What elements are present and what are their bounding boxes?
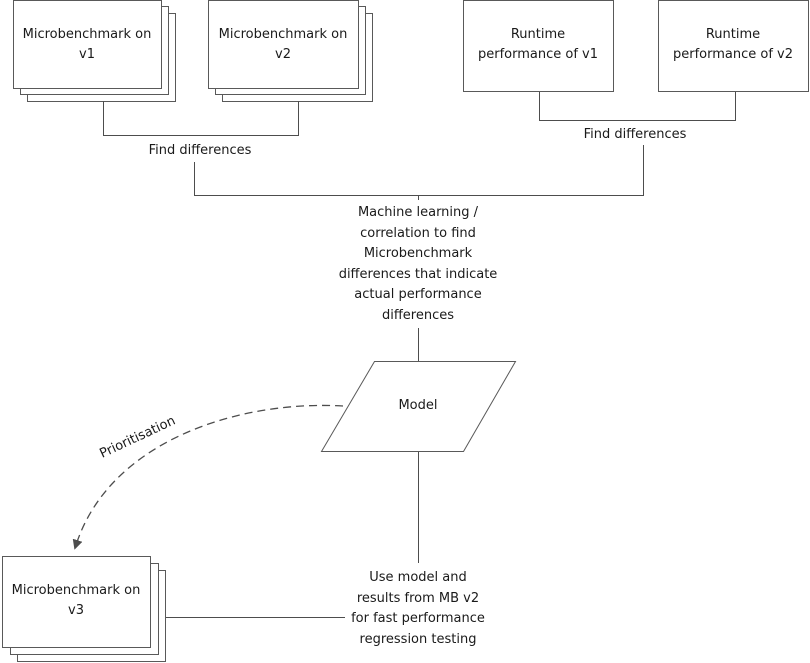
ml-line-2: correlation to find bbox=[360, 225, 476, 241]
ml-line-3: Microbenchmark bbox=[363, 246, 473, 261]
ml-line-4: differences that indicate bbox=[338, 266, 498, 282]
use-line-2: results from MB v2 bbox=[356, 590, 480, 606]
runtime-v2-box bbox=[658, 0, 809, 92]
mb-v2-stack bbox=[208, 0, 373, 102]
mb-v2-line-2: v2 bbox=[275, 47, 291, 62]
find-differences-right: Find differences bbox=[583, 127, 687, 142]
ml-line-5: actual performance bbox=[354, 287, 482, 302]
ml-correlation-label: Machine learning / correlation to find M… bbox=[318, 203, 518, 326]
runtime-v1-line-2: performance of v1 bbox=[477, 47, 598, 62]
runtime-v2-line-2: performance of v2 bbox=[672, 47, 793, 62]
mb-v3-label: Microbenchmark on v3 bbox=[2, 581, 150, 621]
use-line-1: Use model and bbox=[369, 570, 467, 585]
use-line-4: regression testing bbox=[359, 631, 477, 647]
connector-lines bbox=[103, 92, 736, 618]
model-parallelogram bbox=[320, 361, 517, 452]
runtime-v1-line-1: Runtime bbox=[510, 27, 566, 42]
runtime-v1-box bbox=[463, 0, 614, 92]
prioritisation-arrow bbox=[72, 404, 344, 550]
mb-v2-label: Microbenchmark on v2 bbox=[208, 25, 358, 65]
ml-line-6: differences bbox=[381, 307, 455, 323]
mb-v1-label: Microbenchmark on v1 bbox=[13, 25, 161, 65]
mb-v1-line-1: Microbenchmark on bbox=[22, 27, 152, 42]
ml-line-1: Machine learning / bbox=[357, 205, 479, 220]
mb-v3-line-1: Microbenchmark on bbox=[11, 583, 141, 598]
runtime-v1-label: Runtime performance of v1 bbox=[463, 25, 613, 65]
mb-v1-line-2: v1 bbox=[79, 47, 95, 62]
use-line-3: for fast performance bbox=[351, 611, 485, 626]
use-model-label: Use model and results from MB v2 for fas… bbox=[328, 568, 508, 650]
find-differences-left: Find differences bbox=[148, 143, 252, 158]
runtime-v2-label: Runtime performance of v2 bbox=[658, 25, 808, 65]
mb-v1-stack bbox=[13, 0, 176, 102]
mb-v2-line-1: Microbenchmark on bbox=[218, 27, 348, 42]
model-label: Model bbox=[398, 398, 438, 413]
mb-v3-line-2: v3 bbox=[68, 603, 84, 618]
mb-v3-stack bbox=[2, 556, 166, 662]
runtime-v2-line-1: Runtime bbox=[705, 27, 761, 42]
